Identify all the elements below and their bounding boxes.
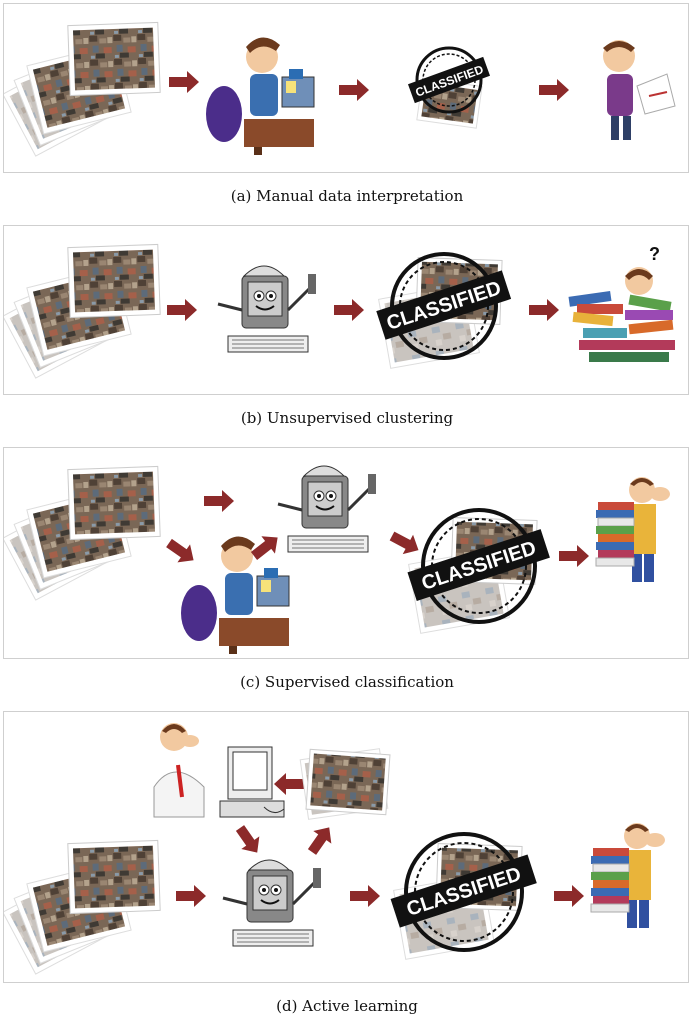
panel-b-art: CLASSIFIED ? <box>4 243 675 379</box>
arrow-icon <box>204 490 234 512</box>
arrow-icon <box>350 885 380 907</box>
arrow-icon <box>169 71 199 93</box>
classified-stamp-icon: CLASSIFIED <box>376 252 512 369</box>
man-with-books-icon <box>595 477 670 582</box>
arrow-icon <box>307 827 332 855</box>
classified-stamp-icon: CLASSIFIED <box>407 46 491 129</box>
photo-stack-icon <box>4 243 161 379</box>
photo-stack-icon <box>4 839 161 975</box>
confused-reader-icon: ? <box>568 244 675 362</box>
photo-stack-icon <box>4 465 161 601</box>
photo-stack-icon <box>4 21 161 157</box>
analyst-at-desk-icon <box>181 536 290 654</box>
arrow-icon <box>167 299 197 321</box>
caption-b: (b) Unsupervised clustering <box>240 409 454 427</box>
arrow-icon <box>166 538 194 563</box>
caption-c: (c) Supervised classification <box>240 673 454 691</box>
arrow-icon <box>176 885 206 907</box>
arrow-icon <box>235 825 260 853</box>
caption-a: (a) Manual data interpretation <box>230 187 464 205</box>
robot-computer-icon <box>222 859 321 947</box>
arrow-icon <box>554 885 584 907</box>
arrow-icon <box>389 531 419 555</box>
panel-manual: CLASSIFIED <box>3 3 689 173</box>
panel-c-art: CLASSIFIED <box>4 465 670 654</box>
man-with-books-icon <box>590 823 665 928</box>
arrow-icon <box>539 79 569 101</box>
panel-unsupervised: CLASSIFIED ? <box>3 225 689 395</box>
classified-stamp-icon: CLASSIFIED <box>407 508 550 634</box>
arrow-icon <box>559 545 589 567</box>
arrow-icon <box>250 536 278 560</box>
arrow-icon <box>334 299 364 321</box>
man-at-computer-icon <box>153 723 285 818</box>
robot-computer-icon <box>217 265 316 353</box>
arrow-icon <box>274 773 304 795</box>
man-with-papers-icon <box>603 40 676 140</box>
panel-supervised: CLASSIFIED <box>3 447 689 659</box>
caption-d: (d) Active learning <box>276 997 418 1015</box>
analyst-at-desk-icon <box>206 37 315 155</box>
panel-d-art: CLASSIFIED <box>4 723 665 975</box>
classified-stamp-icon: CLASSIFIED <box>390 832 537 960</box>
robot-computer-icon <box>277 465 376 553</box>
arrow-icon <box>529 299 559 321</box>
panel-active-learning: CLASSIFIED <box>3 711 689 983</box>
question-mark: ? <box>649 244 660 264</box>
photo-stack-icon <box>299 748 391 820</box>
arrow-icon <box>339 79 369 101</box>
panel-a-art: CLASSIFIED <box>4 21 676 157</box>
